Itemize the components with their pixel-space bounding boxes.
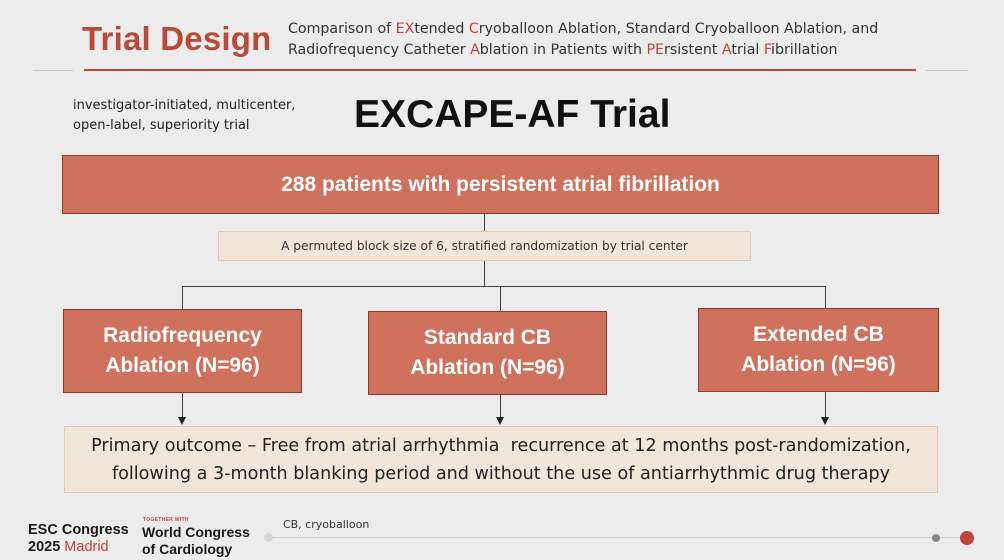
connector-branch-standard xyxy=(500,286,501,311)
header-rule xyxy=(84,69,916,71)
arm-rf-line-1: Radiofrequency xyxy=(103,324,262,347)
arm-radiofrequency-box: Radiofrequency Ablation (N=96) xyxy=(63,309,302,393)
connector-branch-rf xyxy=(182,286,183,309)
progress-start-dot xyxy=(264,533,273,542)
randomization-box: A permuted block size of 6, stratified r… xyxy=(218,231,751,261)
randomization-label: A permuted block size of 6, stratified r… xyxy=(281,239,688,253)
subtitle-text: rsistent xyxy=(664,42,722,58)
subtitle-text: tended xyxy=(414,21,469,37)
arm-extended-cb-box: Extended CB Ablation (N=96) xyxy=(698,308,939,392)
arrow-down-icon xyxy=(178,417,186,425)
population-box: 288 patients with persistent atrial fibr… xyxy=(62,155,939,214)
outcome-line-1: Primary outcome – Free from atrial arrhy… xyxy=(91,435,911,456)
subtitle-text: ibrillation xyxy=(771,42,838,58)
slide-title: Trial Design xyxy=(82,20,272,57)
arm-standard-cb-box: Standard CB Ablation (N=96) xyxy=(368,311,607,395)
arm-extended-line-1: Extended CB xyxy=(753,323,884,346)
arm-extended-line-2: Ablation (N=96) xyxy=(741,353,896,376)
subtitle-text: ryoballoon Ablation, Standard Cryoballoo… xyxy=(478,21,879,37)
outcome-line-2: following a 3-month blanking period and … xyxy=(111,463,891,484)
subtitle-text: Comparison of xyxy=(288,21,396,37)
acronym-highlight: A xyxy=(470,42,480,58)
esc-logo-line-2: 2025 Madrid xyxy=(28,539,129,556)
arrow-shaft-extended xyxy=(825,392,826,418)
connector-population-randomization xyxy=(484,214,485,231)
progress-marker-dot xyxy=(932,534,940,542)
footnote: CB, cryoballoon xyxy=(283,518,370,531)
esc-logo-line-1: ESC Congress xyxy=(28,522,129,538)
acronym-highlight: C xyxy=(468,21,479,37)
subtitle-text: trial xyxy=(731,42,764,58)
connector-branch-extended xyxy=(825,286,826,308)
acronym-highlight: EX xyxy=(395,21,415,37)
design-line-1: investigator-initiated, multicenter, xyxy=(73,98,296,113)
esc-logo-city: Madrid xyxy=(64,539,109,555)
wcc-logo-line-2: of Cardiology xyxy=(142,541,233,557)
esc-congress-logo: ESC Congress 2025 Madrid xyxy=(28,522,129,556)
arm-rf-line-2: Ablation (N=96) xyxy=(105,354,260,377)
slide-subtitle: Comparison of EXtended Cryoballoon Ablat… xyxy=(288,19,968,61)
world-congress-logo: World Congress of Cardiology xyxy=(142,524,250,558)
arm-standard-line-2: Ablation (N=96) xyxy=(410,356,565,379)
subtitle-line-1: Comparison of EXtended Cryoballoon Ablat… xyxy=(288,19,968,40)
population-label: 288 patients with persistent atrial fibr… xyxy=(281,172,720,196)
design-line-2: open-label, superiority trial xyxy=(73,118,250,133)
header-rule-right xyxy=(926,70,968,71)
together-with-label: TOGETHER WITH xyxy=(143,517,189,523)
arrow-down-icon xyxy=(821,417,829,425)
arrow-down-icon xyxy=(496,417,504,425)
acronym-highlight: A xyxy=(721,42,732,58)
arrow-shaft-rf xyxy=(182,393,183,418)
acronym-highlight: F xyxy=(763,42,772,58)
subtitle-text: Radiofrequency Catheter xyxy=(288,42,471,58)
connector-randomization-trunk xyxy=(484,261,485,286)
progress-current-dot xyxy=(960,531,974,545)
arrow-shaft-standard xyxy=(500,395,501,418)
arm-standard-line-1: Standard CB xyxy=(423,326,552,349)
primary-outcome-box: Primary outcome – Free from atrial arrhy… xyxy=(64,426,938,493)
subtitle-line-2: Radiofrequency Catheter Ablation in Pati… xyxy=(288,40,968,61)
acronym-highlight: PE xyxy=(646,42,664,58)
esc-logo-year: 2025 xyxy=(28,539,61,555)
trial-name: EXCAPE-AF Trial xyxy=(354,93,671,136)
header-rule-left xyxy=(33,70,73,71)
slide-progress-track xyxy=(268,537,968,538)
design-description: investigator-initiated, multicenter, ope… xyxy=(73,96,333,136)
wcc-logo-line-1: World Congress xyxy=(142,524,250,540)
connector-horizontal-branch xyxy=(182,286,825,287)
subtitle-text: blation in Patients with xyxy=(479,42,647,58)
